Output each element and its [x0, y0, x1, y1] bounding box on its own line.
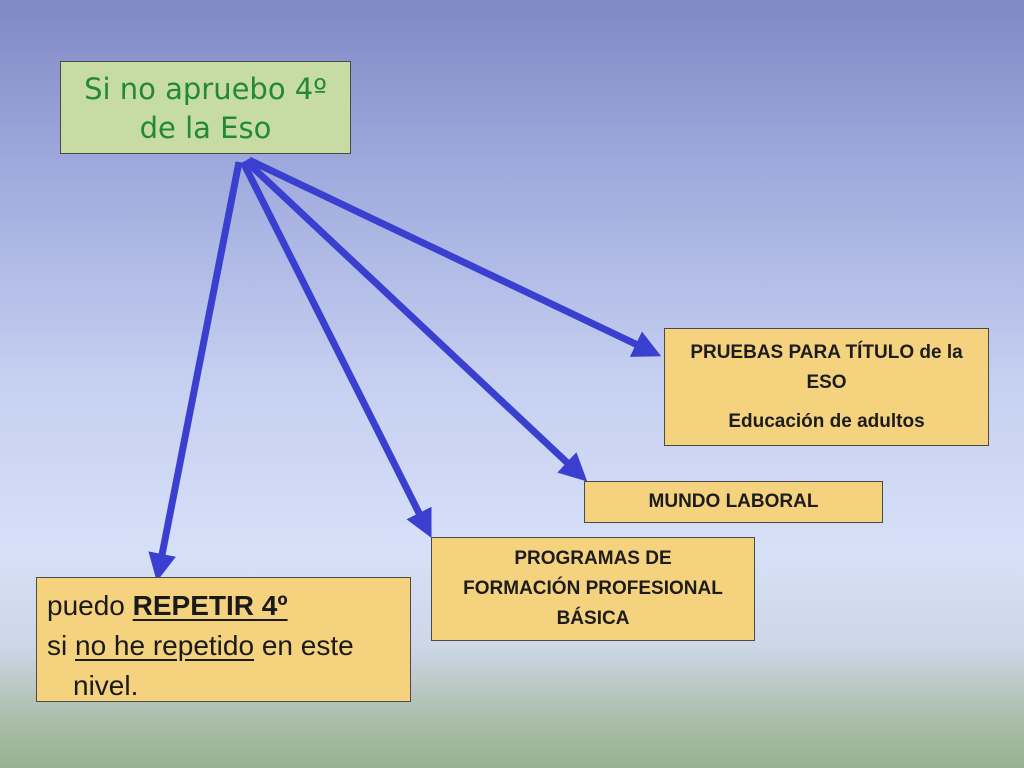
mundo-laboral-box: MUNDO LABORAL — [584, 481, 883, 523]
arrow-to-repetir — [148, 161, 243, 582]
source-title-line-1: Si no apruebo 4º — [84, 72, 327, 106]
arrow-to-mundo — [243, 158, 588, 482]
repetir-box: puedo REPETIR 4º si no he repetido en es… — [36, 577, 411, 702]
repetir-pre-text: puedo — [47, 590, 133, 621]
mundo-label: MUNDO LABORAL — [648, 491, 819, 512]
repetir-line2-pre: si — [47, 630, 75, 661]
programas-line-2: FORMACIÓN PROFESIONAL — [463, 578, 723, 599]
repetir-strong-text: REPETIR 4º — [132, 590, 288, 621]
repetir-line2-underlined: no he repetido — [75, 630, 255, 661]
programas-line-1: PROGRAMAS DE — [514, 548, 672, 569]
pruebas-line-1: PRUEBAS PARA TÍTULO de la — [690, 342, 963, 363]
repetir-line-3: nivel. — [73, 670, 139, 701]
repetir-line2-post: en este — [254, 630, 354, 661]
source-box: Si no apruebo 4º de la Eso — [60, 61, 351, 154]
pruebas-line-3: Educación de adultos — [728, 411, 925, 432]
pruebas-box: PRUEBAS PARA TÍTULO de la ESO Educación … — [664, 328, 989, 446]
repetir-line-1: puedo REPETIR 4º — [47, 586, 410, 626]
arrow-to-programas — [239, 160, 432, 539]
repetir-line-2: si no he repetido en este — [47, 626, 410, 666]
programas-line-3: BÁSICA — [556, 608, 630, 629]
pruebas-line-2: ESO — [806, 372, 847, 393]
arrow-to-pruebas — [247, 156, 662, 357]
source-title-line-2: de la Eso — [139, 111, 272, 145]
programas-box: PROGRAMAS DE FORMACIÓN PROFESIONAL BÁSIC… — [431, 537, 755, 641]
